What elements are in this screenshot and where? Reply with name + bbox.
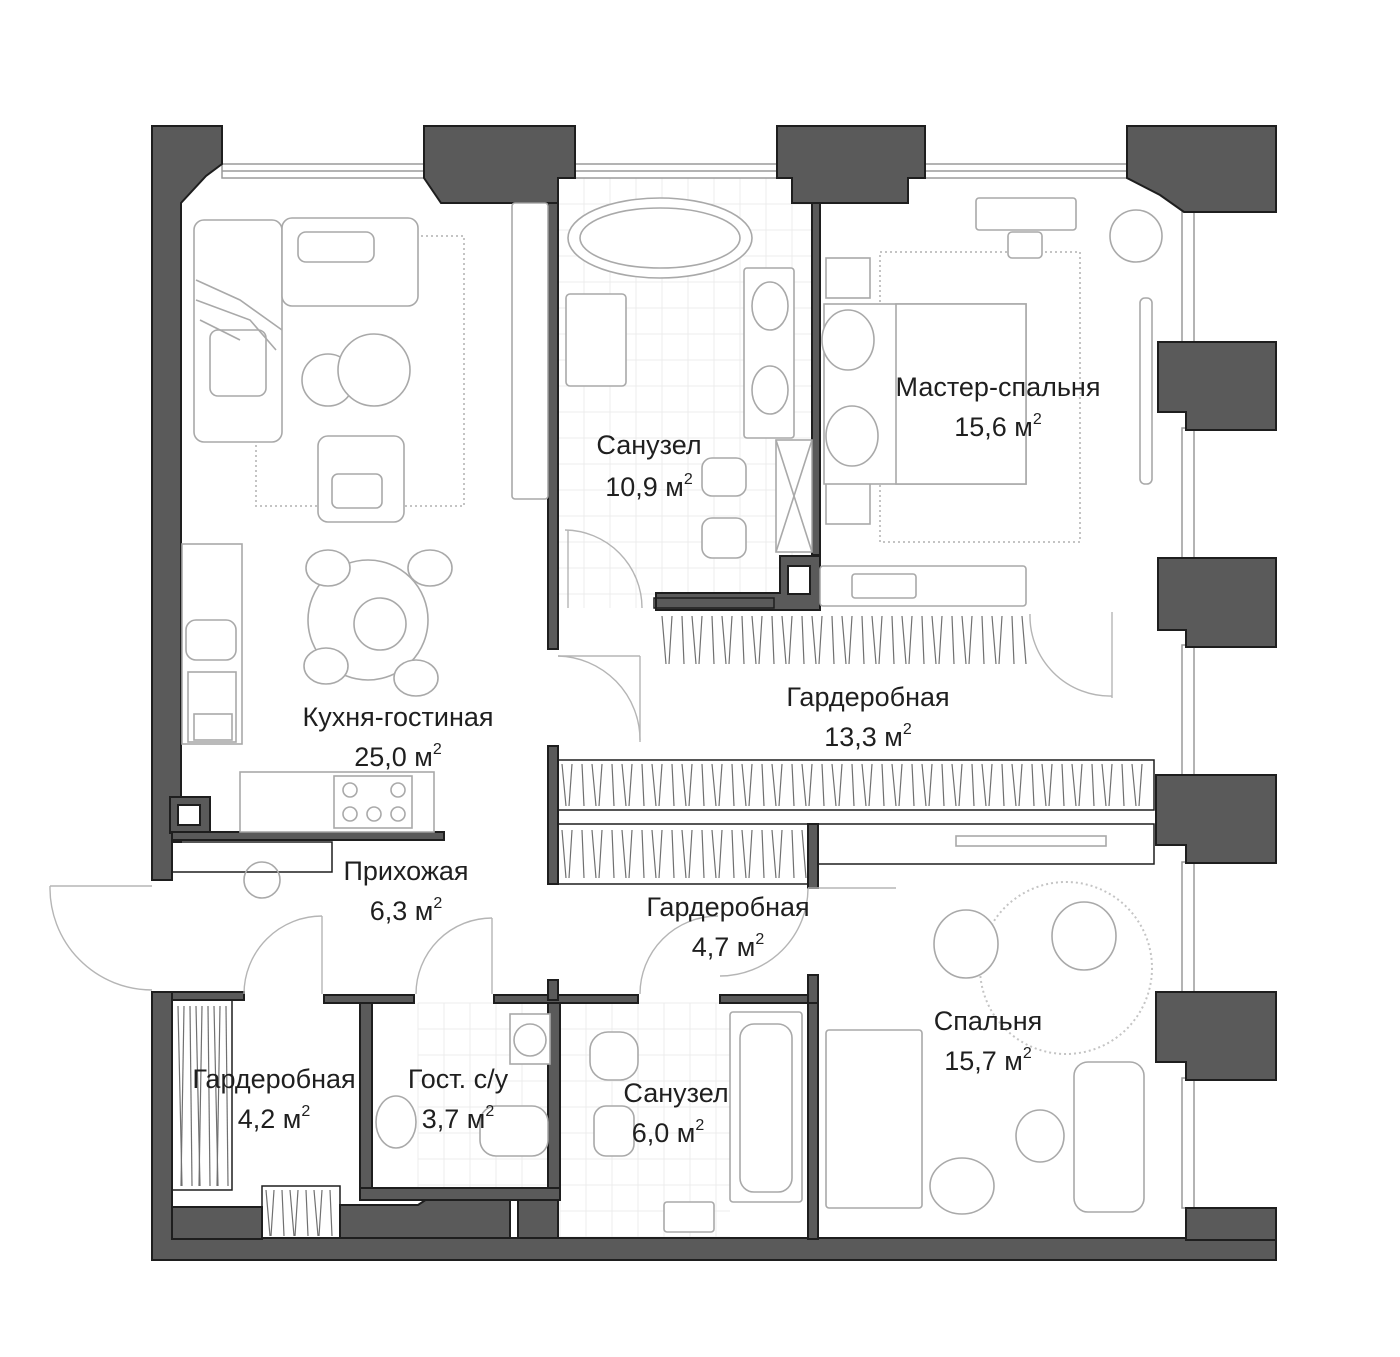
- outer-walls: [151, 125, 1277, 1261]
- kitchen-counters: [181, 543, 435, 833]
- room-name-hallway: Прихожая: [343, 856, 468, 886]
- interior-walls: [171, 202, 1155, 1240]
- room-area-hallway: 6,3 м2: [370, 895, 443, 926]
- hallway-furniture: [243, 835, 1107, 899]
- wardrobe-hangers: [177, 615, 1143, 1237]
- room-area-wardrobe-main: 13,3 м2: [824, 721, 912, 752]
- room-area-wardrobe-entry: 4,2 м2: [238, 1103, 311, 1134]
- second-bathroom-fixtures: [589, 1011, 803, 1233]
- room-area-bath-second: 6,0 м2: [632, 1117, 705, 1148]
- room-name-bath-second: Санузел: [623, 1078, 728, 1108]
- room-name-wardrobe-main: Гардеробная: [786, 682, 949, 712]
- room-area-bedroom: 15,7 м2: [944, 1045, 1032, 1076]
- guest-wc-fixtures: [375, 1013, 551, 1157]
- room-area-master-bedroom: 15,6 м2: [954, 411, 1042, 442]
- master-bedroom-furniture: [819, 197, 1163, 607]
- entry-wardrobe: [171, 999, 341, 1239]
- room-labels: Кухня-гостиная 25,0 м2 Санузел 10,9 м2 М…: [192, 372, 1100, 1148]
- living-room-furniture: [193, 217, 465, 523]
- room-area-kitchen-living: 25,0 м2: [354, 741, 442, 772]
- room-name-wardrobe-entry: Гардеробная: [192, 1064, 355, 1094]
- room-name-guest-wc: Гост. с/у: [408, 1064, 509, 1094]
- room-name-bath-master: Санузел: [596, 430, 701, 460]
- room-area-wardrobe-small: 4,7 м2: [692, 931, 765, 962]
- room-name-kitchen-living: Кухня-гостиная: [302, 702, 493, 732]
- room-area-bath-master: 10,9 м2: [605, 471, 693, 502]
- bedroom-furniture: [825, 881, 1153, 1215]
- dining-table: [303, 549, 453, 697]
- room-name-bedroom: Спальня: [934, 1006, 1043, 1036]
- doors: [49, 529, 1113, 995]
- room-name-master-bedroom: Мастер-спальня: [896, 372, 1101, 402]
- room-name-wardrobe-small: Гардеробная: [646, 892, 809, 922]
- master-bathroom-fixtures: [511, 197, 813, 559]
- room-area-guest-wc: 3,7 м2: [422, 1103, 495, 1134]
